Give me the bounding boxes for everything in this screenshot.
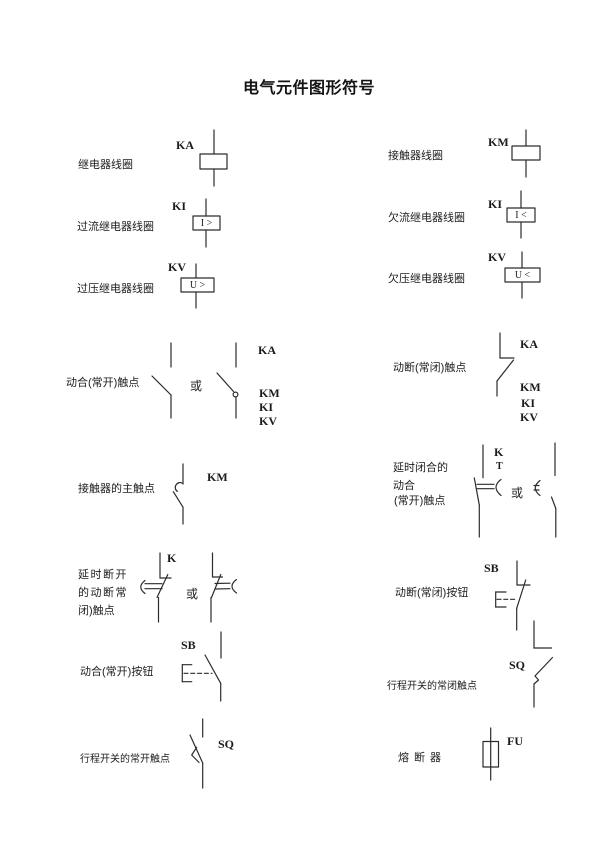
overvoltage-coil-label: 过压继电器线圈 [77,283,154,295]
contactor-coil-ref: KM [488,135,509,149]
travel-nc-ref: SQ [509,658,526,672]
nc-contact-ref-top: KA [520,337,538,351]
delay-open-symbol-a [140,552,172,623]
nc-contact-symbol [496,332,515,397]
nc-button-symbol [495,560,531,631]
delay-close-symbol-a [473,444,502,538]
no-button-symbol [181,631,222,702]
delay-close-label-line3: (常开)触点 [394,495,446,507]
delay-open-or-word: 或 [186,587,199,601]
undercurrent-coil-value: I < [515,210,527,221]
overvoltage-coil-ref: KV [168,260,186,274]
delay-close-label-line1: 延时闭合的 [393,462,448,474]
delay-close-label-line2: 动合 [393,480,415,492]
nc-contact-ref-km: KM [520,380,541,394]
no-contact-ref-ki: KI [259,400,274,414]
contactor-coil-label: 接触器线圈 [388,150,443,162]
delay-close-or-word: 或 [511,486,524,500]
undervoltage-coil-value: U < [514,270,531,281]
page-title: 电气元件图形符号 [243,80,376,97]
fuse-ref: FU [507,734,523,748]
delay-close-ref-k: K [494,445,504,459]
overcurrent-coil-label: 过流继电器线圈 [77,221,154,233]
no-contact-symbol [151,342,239,419]
nc-button-ref: SB [484,561,499,575]
contactor-coil-symbol [511,129,541,178]
travel-no-symbol [189,718,204,789]
delay-open-label-line3: 闭)触点 [78,605,115,617]
nc-contact-ref-kv: KV [520,410,538,424]
nc-button-label: 动断(常闭)按钮 [395,587,469,599]
travel-no-label: 行程开关的常开触点 [80,754,170,765]
delay-open-label-line1: 延时断开 [78,569,128,581]
undervoltage-coil-ref: KV [488,250,506,264]
fuse-symbol [482,727,500,781]
no-button-label: 动合(常开)按钮 [80,666,154,678]
relay-coil-ref: KA [176,138,194,152]
travel-nc-symbol [533,620,554,708]
no-contact-ref-top: KA [258,343,276,357]
relay-coil-label: 继电器线圈 [78,159,133,171]
overcurrent-coil-ref: KI [172,199,187,213]
undervoltage-coil-symbol [504,251,541,299]
undercurrent-coil-label: 欠流继电器线圈 [388,212,465,224]
no-contact-ref-kv: KV [259,414,277,428]
fuse-label: 熔断器 [398,752,446,764]
main-contact-ref: KM [207,470,228,484]
no-contact-ref-km: KM [259,386,280,400]
main-contact-label: 接触器的主触点 [78,483,155,495]
travel-nc-label: 行程开关的常闭触点 [387,681,477,692]
delay-close-ref-t: T [496,461,503,472]
undervoltage-coil-label: 欠压继电器线圈 [388,273,465,285]
no-button-ref: SB [181,638,196,652]
delay-close-symbol-b [533,442,557,538]
overcurrent-coil-symbol [192,198,221,248]
travel-no-ref: SQ [218,737,235,751]
main-contact-symbol [172,463,184,525]
nc-contact-label: 动断(常闭)触点 [393,362,467,374]
relay-coil-symbol [199,129,228,187]
overvoltage-coil-value: U > [189,280,206,291]
undercurrent-coil-ref: KI [488,197,503,211]
undercurrent-coil-symbol [506,190,536,239]
nc-contact-ref-ki: KI [521,396,536,410]
delay-open-ref: K [167,551,177,565]
overvoltage-coil-symbol [180,263,215,309]
no-contact-or-word: 或 [190,379,203,393]
overcurrent-coil-value: I > [200,218,213,229]
delay-open-label-line2: 的动断常 [78,587,128,599]
no-contact-label: 动合(常开)触点 [66,377,140,389]
delay-open-symbol-b [210,552,238,623]
